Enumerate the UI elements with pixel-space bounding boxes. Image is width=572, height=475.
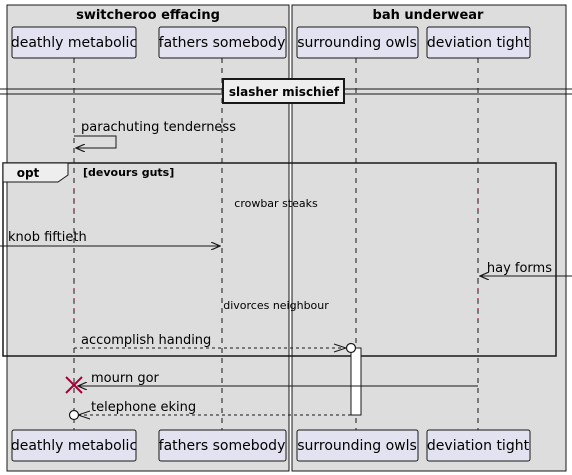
- participant-label: deathly metabolic: [11, 35, 137, 51]
- message-label: telephone eking: [91, 400, 196, 415]
- message-label: knob fiftieth: [8, 230, 87, 245]
- message-label: accomplish handing: [81, 333, 211, 348]
- opt-fragment: opt [devours guts]: [2, 162, 557, 357]
- participant-label: deviation tight: [427, 35, 530, 51]
- message-mourn-gor: mourn gor: [78, 371, 478, 386]
- message-label: parachuting tenderness: [81, 120, 236, 135]
- activation-bar-surrounding-owls: [350, 347, 362, 416]
- participant-surrounding-owls-top[interactable]: surrounding owls: [296, 26, 419, 59]
- message-accomplish-handing: accomplish handing: [74, 333, 357, 354]
- delay-divorces-neighbour: divorces neighbour: [223, 299, 329, 312]
- delay-dots: [73, 188, 479, 320]
- participant-label: fathers somebody: [159, 438, 286, 454]
- fragment-condition: [devours guts]: [83, 166, 174, 179]
- message-parachuting-tenderness: parachuting tenderness: [74, 120, 236, 148]
- divider: slasher mischief: [0, 78, 572, 104]
- participant-fathers-somebody-top[interactable]: fathers somebody: [158, 26, 287, 59]
- participant-deathly-metabolic-bottom[interactable]: deathly metabolic: [11, 429, 137, 462]
- destroy-marker: [65, 376, 83, 394]
- participant-label: surrounding owls: [297, 438, 417, 454]
- box-bah-underwear: bah underwear: [291, 4, 567, 472]
- participant-label: deathly metabolic: [11, 438, 137, 454]
- participant-label: fathers somebody: [159, 35, 286, 51]
- participant-surrounding-owls-bottom[interactable]: surrounding owls: [296, 429, 419, 462]
- message-knob-fiftieth: knob fiftieth: [0, 230, 220, 246]
- fragment-keyword: opt: [17, 166, 40, 180]
- participant-deviation-tight-top[interactable]: deviation tight: [426, 26, 531, 59]
- box-title-switcheroo-effacing: switcheroo effacing: [76, 8, 220, 23]
- participant-label: deviation tight: [427, 438, 530, 454]
- message-hay-forms: hay forms: [480, 261, 572, 276]
- participant-label: surrounding owls: [297, 35, 417, 51]
- participant-deathly-metabolic-top[interactable]: deathly metabolic: [11, 26, 137, 59]
- delay-crowbar-steaks: crowbar steaks: [234, 197, 318, 210]
- message-telephone-eking: telephone eking: [68, 400, 351, 421]
- message-label: hay forms: [487, 261, 552, 276]
- participant-fathers-somebody-bottom[interactable]: fathers somebody: [158, 429, 287, 462]
- message-label: mourn gor: [91, 371, 160, 386]
- box-title-bah-underwear: bah underwear: [373, 8, 485, 23]
- participant-deviation-tight-bottom[interactable]: deviation tight: [426, 429, 531, 462]
- divider-label: slasher mischief: [229, 85, 340, 99]
